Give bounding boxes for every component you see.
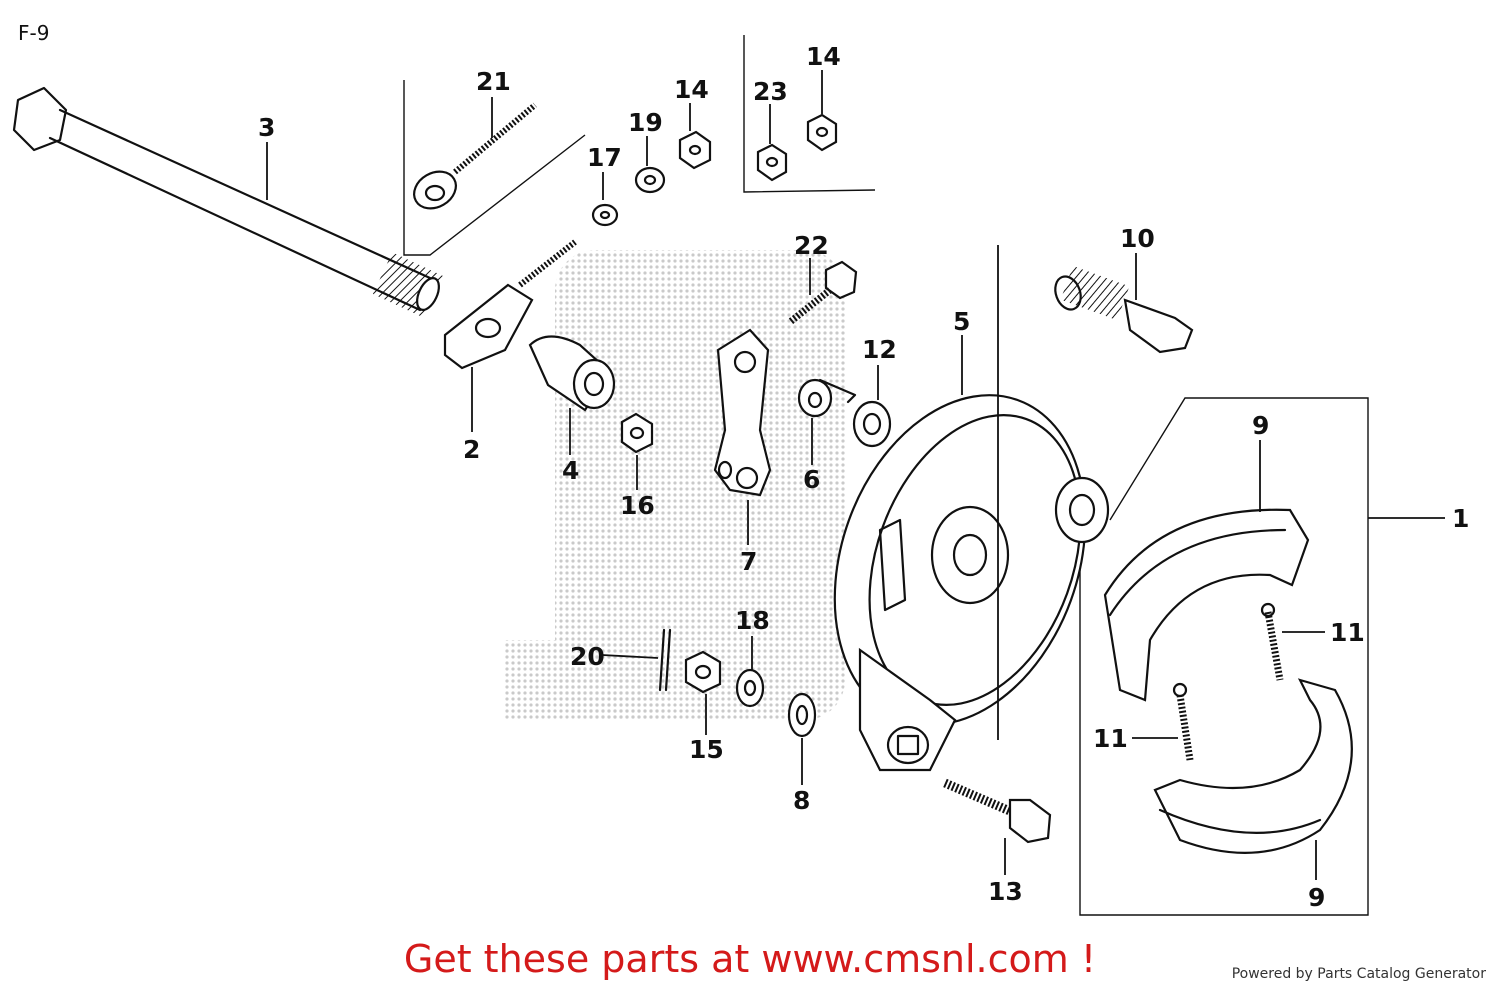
bolt-13 <box>943 778 1052 844</box>
washer-17 <box>591 203 619 227</box>
callout-6: 6 <box>803 465 820 494</box>
powered-by-credit: Powered by Parts Catalog Generator <box>1231 966 1486 982</box>
nut-14b <box>806 113 838 152</box>
nut-16 <box>620 412 654 454</box>
callout-21: 21 <box>476 67 511 96</box>
wear-indicator <box>797 378 857 418</box>
callout-2: 2 <box>463 435 480 464</box>
callout-10: 10 <box>1120 224 1155 253</box>
chain-adjuster-plate <box>443 239 577 370</box>
callout-12: 12 <box>862 335 897 364</box>
callout-16: 16 <box>620 491 655 520</box>
nut-14a <box>678 130 712 170</box>
washer-18 <box>735 668 765 708</box>
callout-9b: 9 <box>1308 883 1325 912</box>
bolt-22 <box>787 260 858 325</box>
callout-7: 7 <box>740 547 757 576</box>
axle-part <box>12 86 444 318</box>
callout-17: 17 <box>587 143 622 172</box>
nut-15 <box>684 650 722 694</box>
brake-shoe-upper <box>1103 508 1310 702</box>
parts-store-link[interactable]: Get these parts at www.cmsnl.com ! <box>403 937 1097 981</box>
cotter-pin <box>658 628 672 692</box>
washer-19 <box>634 166 666 194</box>
callout-14a: 14 <box>674 75 709 104</box>
watermark <box>505 250 845 720</box>
brake-cam <box>1054 265 1194 354</box>
callout-4: 4 <box>562 456 579 485</box>
callout-11a: 11 <box>1330 618 1365 647</box>
spring-lower <box>1172 682 1194 761</box>
brake-panel <box>833 394 1110 772</box>
chain-adjuster-upper <box>413 102 537 210</box>
spring-upper <box>1260 602 1284 681</box>
callout-15: 15 <box>689 735 724 764</box>
callout-23: 23 <box>753 77 788 106</box>
callout-22: 22 <box>794 231 829 260</box>
brake-shoe-lower <box>1153 678 1353 854</box>
page-id: F-9 <box>18 21 49 45</box>
callout-1: 1 <box>1452 504 1469 533</box>
nut-23 <box>756 143 788 182</box>
brake-arm <box>713 328 772 497</box>
callout-20: 20 <box>570 642 605 671</box>
collar <box>528 335 616 412</box>
callout-11b: 11 <box>1093 724 1128 753</box>
callout-9a: 9 <box>1252 411 1269 440</box>
callout-19: 19 <box>628 108 663 137</box>
callout-3: 3 <box>258 113 275 142</box>
seal-12 <box>852 400 892 448</box>
callout-8: 8 <box>793 786 810 815</box>
callout-14b: 14 <box>806 42 841 71</box>
callout-18: 18 <box>735 606 770 635</box>
seal-8 <box>787 692 817 738</box>
callout-5: 5 <box>953 307 970 336</box>
callout-13: 13 <box>988 877 1023 906</box>
